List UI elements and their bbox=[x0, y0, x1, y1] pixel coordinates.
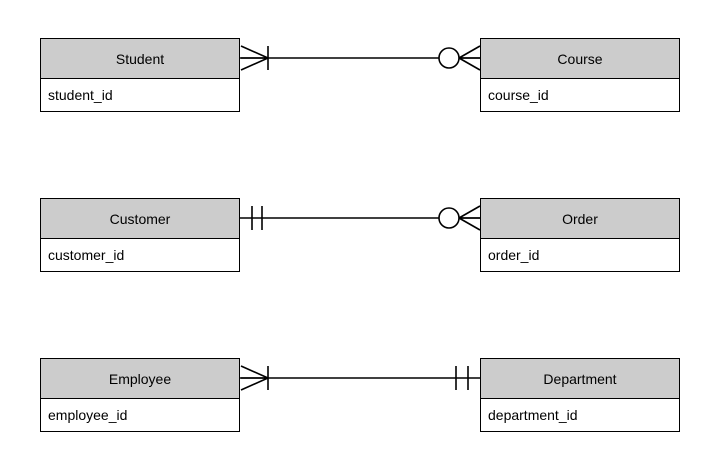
entity-student-title: Student bbox=[41, 39, 239, 79]
entity-order-title: Order bbox=[481, 199, 679, 239]
entity-employee-title: Employee bbox=[41, 359, 239, 399]
crowsfoot-icon bbox=[240, 45, 269, 71]
entity-customer[interactable]: Customer customer_id bbox=[40, 198, 240, 272]
cardinality-customer-exactly-one bbox=[251, 206, 263, 230]
relationship-employee-department bbox=[240, 365, 480, 391]
cardinality-department-exactly-one bbox=[455, 366, 469, 390]
entity-course-attribute: course_id bbox=[481, 79, 679, 111]
entity-department-attribute: department_id bbox=[481, 399, 679, 431]
entity-course-title: Course bbox=[481, 39, 679, 79]
relationship-student-course bbox=[240, 45, 481, 71]
entity-order-attribute: order_id bbox=[481, 239, 679, 271]
zero-circle-icon bbox=[438, 47, 460, 69]
cardinality-course-zero-or-many bbox=[438, 45, 481, 71]
entity-order[interactable]: Order order_id bbox=[480, 198, 680, 272]
zero-circle-icon bbox=[438, 207, 460, 229]
cardinality-employee-one-or-many bbox=[240, 365, 269, 391]
entity-employee-attribute: employee_id bbox=[41, 399, 239, 431]
entity-employee[interactable]: Employee employee_id bbox=[40, 358, 240, 432]
relationship-customer-order bbox=[240, 205, 481, 231]
crowsfoot-icon bbox=[458, 205, 481, 231]
cardinality-order-zero-or-many bbox=[438, 205, 481, 231]
entity-course[interactable]: Course course_id bbox=[480, 38, 680, 112]
entity-student-attribute: student_id bbox=[41, 79, 239, 111]
entity-customer-title: Customer bbox=[41, 199, 239, 239]
entity-department-title: Department bbox=[481, 359, 679, 399]
entity-student[interactable]: Student student_id bbox=[40, 38, 240, 112]
entity-customer-attribute: customer_id bbox=[41, 239, 239, 271]
crowsfoot-icon bbox=[458, 45, 481, 71]
cardinality-student-one-or-many bbox=[240, 45, 269, 71]
crowsfoot-icon bbox=[240, 365, 269, 391]
entity-department[interactable]: Department department_id bbox=[480, 358, 680, 432]
